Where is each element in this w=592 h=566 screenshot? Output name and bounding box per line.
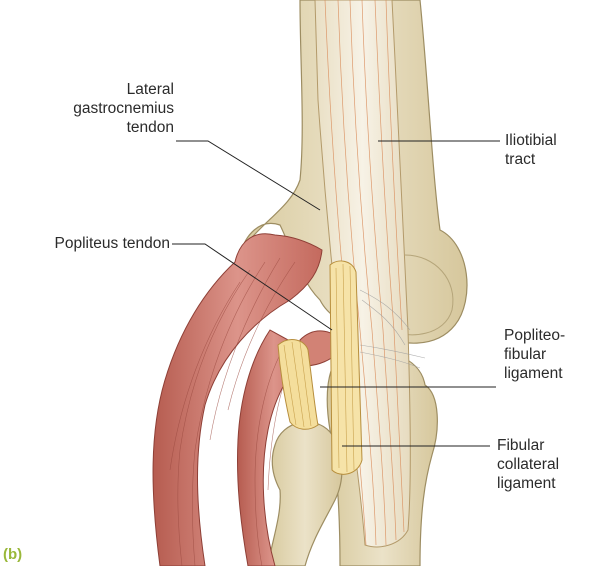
label-line: Fibular: [497, 436, 559, 455]
label-line: Popliteus tendon: [8, 234, 170, 253]
label-line: Lateral: [72, 80, 174, 99]
panel-letter: (b): [3, 546, 22, 563]
label-line: Popliteo-: [504, 326, 565, 345]
label-line: tract: [505, 150, 557, 169]
label-line: fibular: [504, 345, 565, 364]
label-line: gastrocnemius: [72, 99, 174, 118]
label-line: Iliotibial: [505, 131, 557, 150]
label-popliteus-tendon: Popliteus tendon: [8, 234, 170, 253]
label-iliotibial-tract: Iliotibial tract: [505, 131, 557, 169]
label-line: ligament: [504, 364, 565, 383]
label-lateral-gastrocnemius-tendon: Lateral gastrocnemius tendon: [72, 80, 174, 137]
label-line: collateral: [497, 455, 559, 474]
fibula: [268, 422, 342, 566]
label-line: tendon: [72, 118, 174, 137]
label-popliteofibular-ligament: Popliteo- fibular ligament: [504, 326, 565, 383]
label-line: ligament: [497, 474, 559, 493]
label-fibular-collateral-ligament: Fibular collateral ligament: [497, 436, 559, 493]
